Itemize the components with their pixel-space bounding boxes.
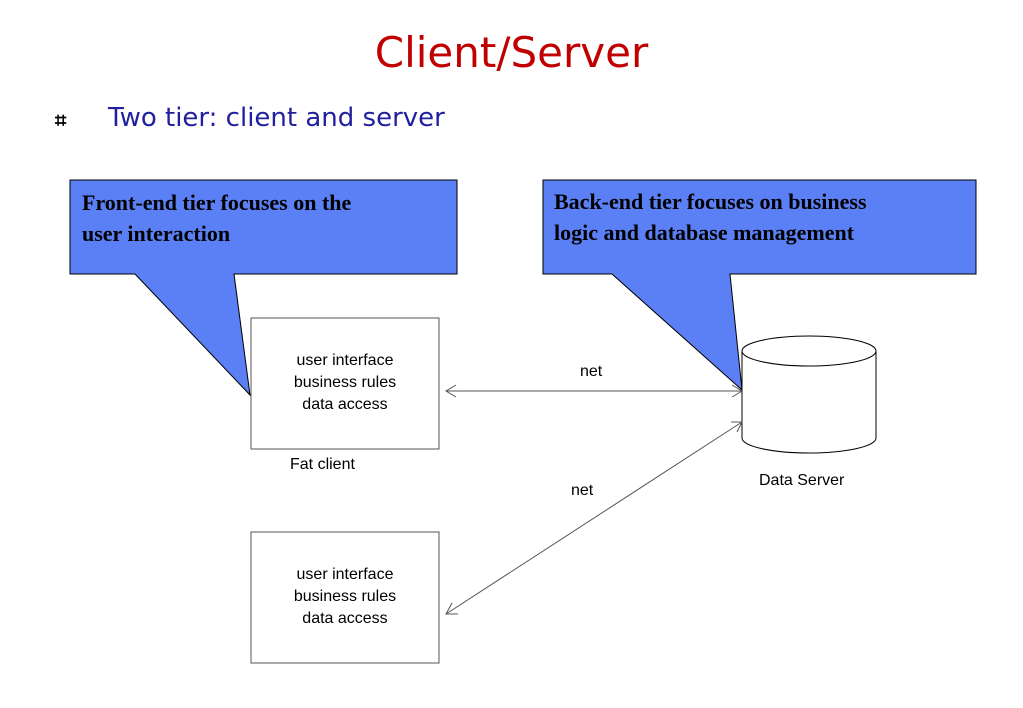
database-cylinder-icon — [741, 335, 877, 454]
second-client-box — [250, 531, 440, 664]
back-end-callout-shape — [542, 179, 977, 392]
net-connection-bottom — [445, 421, 743, 615]
second-client-box-text: user interface business rules data acces… — [251, 564, 439, 630]
back-end-callout-text: Back-end tier focuses on business logic … — [554, 186, 867, 248]
bullet-icon: ⌗ — [55, 108, 67, 132]
fat-client-line-rules: business rules — [293, 374, 397, 391]
back-end-callout-line-2: logic and database management — [554, 220, 855, 245]
fat-client-label: Fat client — [290, 456, 355, 473]
net-label-bottom: net — [571, 482, 594, 499]
fat-client-line-ui: user interface — [296, 352, 394, 369]
second-client-line-data: data access — [302, 610, 388, 627]
slide-title: Client/Server — [374, 28, 649, 77]
fat-client-line-data: data access — [302, 396, 388, 413]
front-end-callout-line-2: user interaction — [82, 221, 231, 246]
front-end-callout-line-1: Front-end tier focuses on the — [82, 190, 352, 215]
back-end-callout-line-1: Back-end tier focuses on business — [554, 189, 867, 214]
front-end-callout-shape — [69, 179, 458, 397]
net-label-top: net — [580, 363, 603, 380]
second-client-line-ui: user interface — [296, 566, 394, 583]
front-end-callout-text: Front-end tier focuses on the user inter… — [82, 187, 351, 249]
second-client-line-rules: business rules — [293, 588, 397, 605]
bullet-text: Two tier: client and server — [108, 103, 445, 133]
net-connection-top — [445, 384, 743, 398]
fat-client-box-text: user interface business rules data acces… — [251, 350, 439, 416]
fat-client-box — [250, 317, 440, 450]
data-server-label: Data Server — [759, 472, 845, 489]
